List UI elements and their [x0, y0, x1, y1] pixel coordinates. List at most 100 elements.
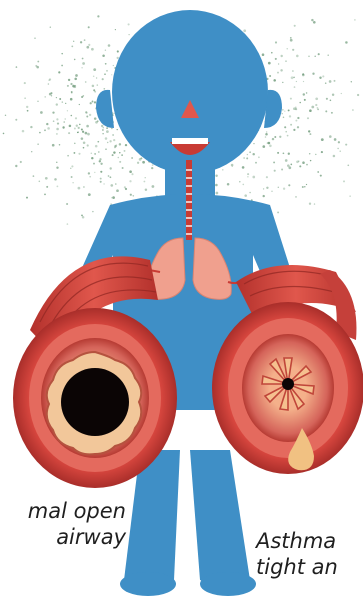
particle: [334, 80, 336, 82]
particle: [97, 84, 98, 85]
particle: [247, 154, 248, 155]
particle: [128, 34, 129, 35]
particle: [273, 161, 275, 163]
particle: [137, 162, 139, 164]
particle: [51, 92, 53, 94]
particle: [106, 130, 109, 133]
particle: [281, 169, 283, 171]
particle: [70, 98, 73, 101]
particle: [56, 162, 57, 163]
particle: [86, 116, 88, 118]
particle: [27, 110, 29, 112]
particle: [48, 80, 49, 81]
particle: [306, 92, 307, 93]
particle: [70, 115, 72, 117]
particle: [99, 158, 101, 160]
particle: [103, 127, 104, 128]
particle: [94, 153, 96, 155]
particle: [313, 21, 316, 24]
particle: [92, 101, 94, 103]
particle: [71, 165, 73, 167]
particle: [124, 186, 126, 188]
particle: [247, 176, 249, 178]
particle: [111, 74, 112, 75]
particle: [132, 195, 134, 197]
particle: [290, 164, 292, 166]
particle: [129, 180, 131, 182]
particle: [39, 181, 41, 183]
particle: [131, 157, 133, 159]
particle: [109, 140, 111, 142]
particle: [117, 129, 118, 130]
particle: [81, 67, 82, 68]
particle: [297, 117, 299, 119]
particle: [354, 19, 356, 21]
particle: [306, 184, 307, 185]
particle: [117, 157, 119, 159]
particle: [67, 223, 69, 225]
particle: [93, 68, 96, 71]
asthma-caption-line-2: tight an: [256, 554, 338, 580]
particle: [252, 153, 254, 155]
particle: [48, 83, 50, 85]
particle: [87, 133, 90, 136]
particle: [249, 192, 251, 194]
particle: [274, 170, 276, 172]
particle: [77, 131, 79, 133]
particle: [37, 101, 38, 102]
particle: [314, 55, 316, 57]
particle: [113, 139, 115, 141]
particle: [31, 151, 32, 152]
particle: [309, 133, 311, 135]
particle: [142, 161, 145, 164]
particle: [216, 192, 219, 195]
particle: [72, 182, 73, 183]
particle: [266, 176, 268, 178]
particle: [247, 173, 249, 175]
particle: [231, 164, 234, 167]
particle: [263, 195, 265, 197]
particle: [78, 153, 80, 155]
particle: [285, 131, 287, 133]
particle: [267, 142, 269, 144]
particle: [320, 175, 322, 177]
particle: [91, 153, 93, 155]
particle: [325, 110, 327, 112]
particle: [79, 124, 81, 126]
particle: [269, 145, 272, 148]
particle: [265, 136, 267, 138]
particle: [83, 186, 85, 188]
normal-airway-cross-section-icon: [13, 308, 177, 488]
particle: [252, 176, 255, 179]
particle: [275, 41, 277, 43]
particle: [271, 52, 273, 54]
particle: [94, 91, 96, 93]
particle: [92, 85, 95, 88]
particle: [102, 55, 105, 58]
particle: [112, 154, 114, 156]
particle: [62, 101, 63, 102]
particle: [75, 74, 78, 77]
particle: [288, 153, 290, 155]
particle: [119, 143, 121, 145]
particle: [83, 147, 85, 149]
particle: [52, 111, 54, 113]
particle: [239, 181, 241, 183]
particle: [269, 75, 271, 77]
particle: [79, 104, 80, 105]
particle: [56, 166, 58, 168]
asthma-airway-caption: Asthma tight an: [256, 528, 338, 580]
particle: [277, 152, 279, 154]
particle: [326, 98, 328, 100]
particle: [309, 203, 311, 205]
particle: [94, 172, 95, 173]
particle: [81, 215, 83, 217]
particle: [302, 73, 304, 75]
particle: [89, 114, 91, 116]
particle: [311, 106, 314, 109]
particle: [290, 98, 292, 100]
particle: [351, 81, 352, 82]
particle: [100, 178, 102, 180]
particle: [74, 143, 75, 144]
